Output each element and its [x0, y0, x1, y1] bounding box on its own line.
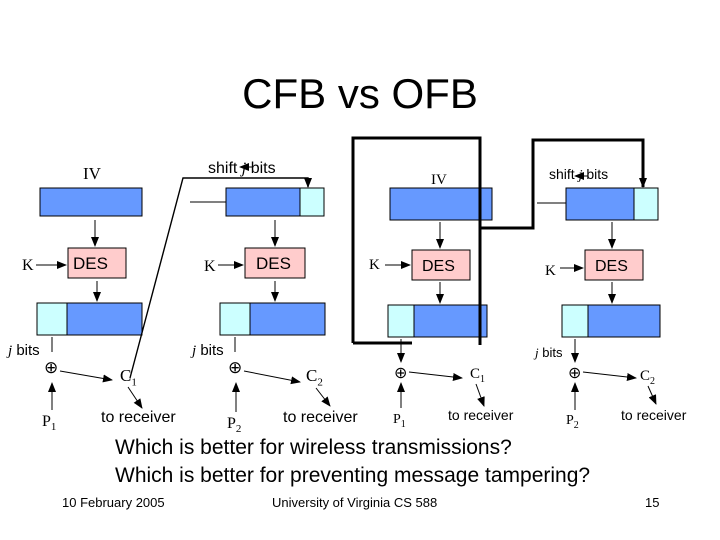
cfb-des-box-1	[67, 247, 127, 279]
cfb-shift-register	[225, 187, 301, 217]
cfb-xor-1: ⊕	[44, 358, 59, 377]
ofb-ciphertext-2: C2	[640, 368, 656, 387]
cfb-iv-label: IV	[83, 164, 101, 183]
footer-course: University of Virginia CS 588	[272, 495, 438, 510]
footer-date: 10 February 2005	[62, 495, 165, 510]
cfb-key-label-2: K	[204, 258, 216, 275]
footer-page-number: 15	[645, 495, 660, 510]
ofb-output-1-j	[387, 304, 415, 338]
ofb-shift-register	[565, 187, 635, 221]
cfb-to-receiver-1: to receiver	[101, 409, 176, 426]
cfb-output-2	[249, 302, 326, 336]
ofb-shift-register-j	[633, 187, 659, 221]
cfb-section	[36, 163, 331, 412]
cfb-to-receiver-2: to receiver	[283, 409, 358, 426]
cfb-xor-2: ⊕	[228, 358, 243, 377]
cfb-output-2-j	[219, 302, 251, 336]
cfb-shift-label: shift j bits	[208, 160, 276, 177]
cfb-ciphertext-2: C2	[306, 366, 323, 389]
ofb-jbits-label: j bits	[535, 345, 563, 360]
ofb-ciphertext-1: C1	[470, 366, 486, 385]
ofb-output-2-j	[561, 304, 589, 338]
ofb-des-label-2: DES	[595, 258, 628, 275]
ofb-xor-1: ⊕	[394, 365, 408, 382]
ofb-des-box-2	[584, 249, 644, 281]
cfb-ciphertext-1: C1	[120, 366, 137, 389]
ofb-output-2	[587, 304, 661, 338]
ofb-plaintext-1: P1	[393, 412, 406, 430]
question-tampering: Which is better for preventing message t…	[115, 464, 591, 487]
ofb-xor-2: ⊕	[568, 365, 582, 382]
cfb-plaintext-2: P2	[227, 415, 242, 436]
cfb-des-label-2: DES	[256, 254, 291, 273]
ofb-output-1	[413, 304, 488, 338]
ofb-to-receiver-2: to receiver	[621, 407, 687, 423]
cfb-shift-register-j	[299, 187, 325, 217]
cfb-des-label-1: DES	[73, 254, 108, 273]
question-wireless: Which is better for wireless transmissio…	[115, 436, 512, 459]
ofb-shift-label: shift j bits	[549, 166, 609, 183]
cfb-output-1	[66, 302, 143, 336]
slide-title: CFB vs OFB	[242, 70, 478, 117]
ofb-key-label-2: K	[545, 263, 556, 279]
ofb-key-label-1: K	[369, 257, 380, 273]
cfb-jbits-label-1: j bits	[8, 342, 40, 359]
ofb-des-label-1: DES	[422, 258, 455, 275]
cfb-jbits-label-2: j bits	[192, 342, 224, 359]
ofb-plaintext-2: P2	[566, 413, 579, 431]
cfb-plaintext-1: P1	[42, 413, 57, 434]
cfb-des-box-2	[244, 247, 306, 279]
cfb-output-1-j	[36, 302, 68, 336]
ofb-des-box-1	[411, 249, 471, 281]
ofb-iv-register	[389, 187, 493, 221]
ofb-to-receiver-1: to receiver	[448, 407, 514, 423]
cfb-iv-register	[39, 187, 143, 217]
ofb-section	[351, 136, 661, 410]
cfb-key-label-1: K	[22, 257, 34, 274]
ofb-iv-label: IV	[431, 172, 447, 188]
